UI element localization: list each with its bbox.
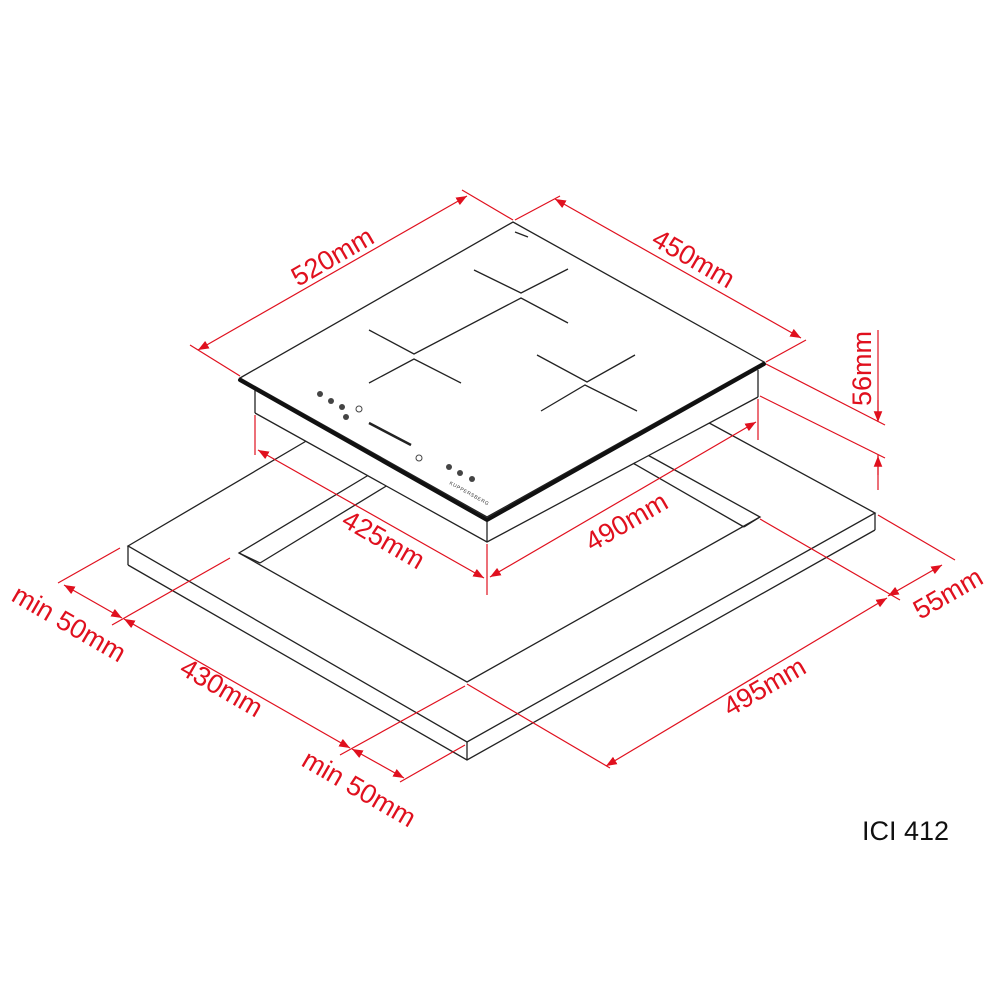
dim-line-min50-side (63, 584, 123, 619)
extension-lines (57, 189, 956, 783)
dim-line-430 (123, 618, 351, 749)
label-55mm: 55mm (908, 562, 988, 625)
label-495mm: 495mm (718, 651, 811, 722)
dim-line-55 (887, 564, 943, 597)
dim-line-490 (489, 421, 757, 578)
label-56mm: 56mm (847, 331, 877, 406)
zone-right-top (536, 354, 636, 383)
label-520mm: 520mm (286, 221, 379, 292)
label-430mm: 430mm (175, 652, 268, 723)
dim-line-425 (257, 449, 485, 579)
dim-line-min50-front (351, 748, 405, 779)
model-label: ICI 412 (862, 816, 949, 846)
slider-control (368, 421, 412, 447)
dim-line-520 (197, 195, 468, 351)
zone-rear (473, 268, 569, 294)
dim-line-450 (554, 198, 802, 339)
label-min50-side: min 50mm (7, 579, 131, 668)
zone-right-bottom (540, 384, 638, 412)
dimension-lines (63, 195, 943, 779)
label-min50-front: min 50mm (297, 744, 421, 833)
zone-left (368, 358, 462, 384)
dim-line-495 (605, 597, 888, 767)
